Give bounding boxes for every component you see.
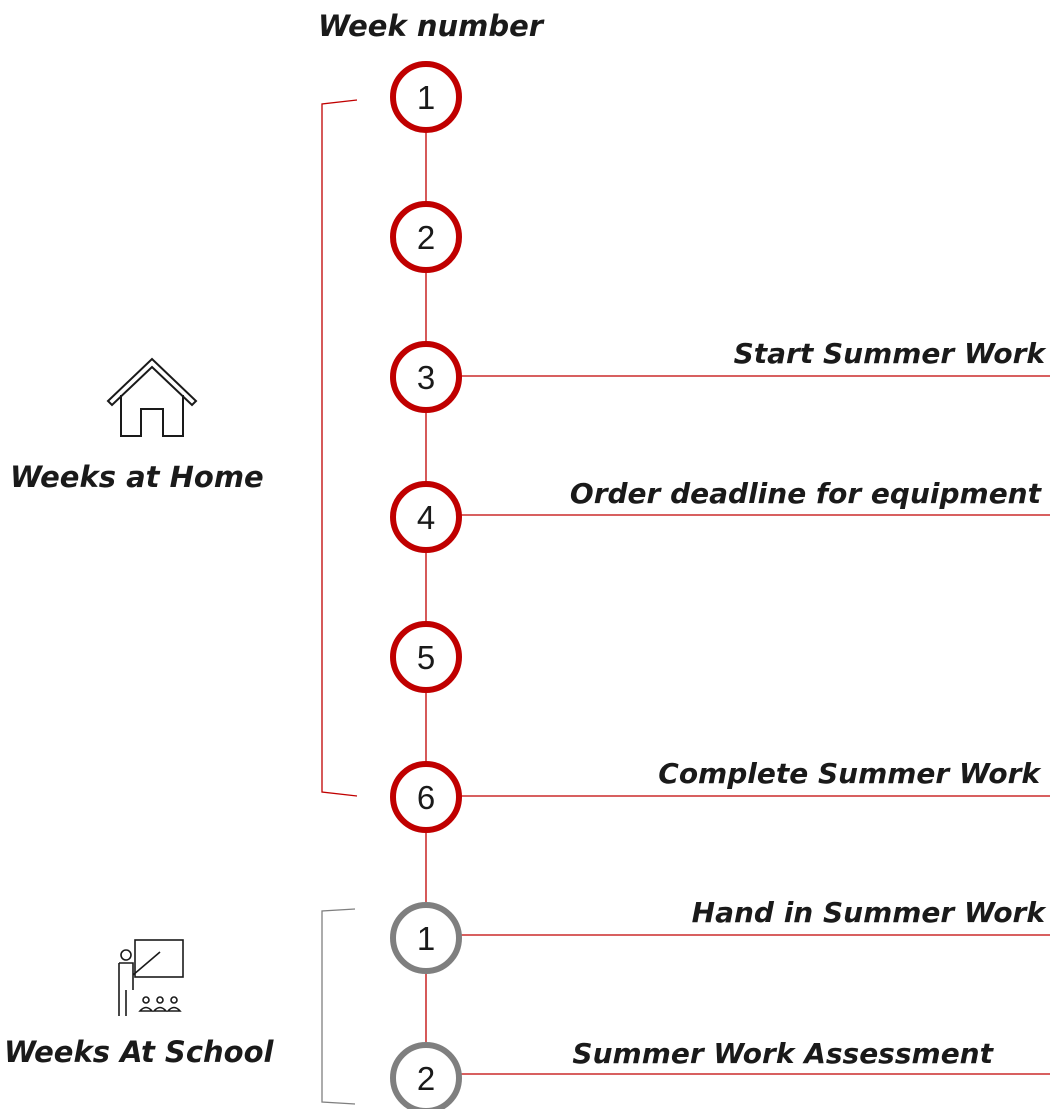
week-node-home-5: 5 — [390, 621, 462, 693]
week-circle — [390, 902, 462, 974]
teacher-classroom-icon — [118, 939, 184, 1016]
week-number-label: 1 — [417, 79, 435, 116]
week-node-home-3: 3 Start Summer Work — [390, 337, 1050, 413]
week-number-label: 6 — [417, 779, 435, 816]
week-number-label: 3 — [417, 359, 435, 396]
week-number-label: 1 — [417, 920, 435, 957]
week-circle — [390, 61, 462, 133]
house-icon — [106, 357, 198, 437]
week-number-label: 2 — [417, 219, 435, 256]
week-circle — [390, 761, 462, 833]
week-nodes: 1 2 3 Start Summer Work 4 Order deadline for … — [390, 61, 1050, 1109]
event-label: Start Summer Work — [734, 337, 1048, 370]
week-circle — [390, 481, 462, 553]
week-number-title: Week number — [318, 9, 545, 43]
weeks-at-home-label: Weeks at Home — [10, 460, 264, 494]
week-number-label: 4 — [417, 499, 435, 536]
school-bracket — [321, 908, 356, 1105]
event-label: Order deadline for equipment — [570, 477, 1043, 510]
week-number-label: 5 — [417, 639, 435, 676]
week-circle — [390, 621, 462, 693]
home-bracket — [321, 99, 358, 797]
event-label: Summer Work Assessment — [572, 1037, 994, 1070]
week-node-school-1: 1 Hand in Summer Work — [390, 896, 1050, 974]
event-label: Complete Summer Work — [658, 757, 1042, 790]
week-circle — [390, 201, 462, 273]
weeks-at-school-label: Weeks At School — [4, 1035, 274, 1069]
week-number-label: 2 — [417, 1060, 435, 1097]
event-label: Hand in Summer Work — [692, 896, 1048, 929]
week-node-home-2: 2 — [390, 201, 462, 273]
week-node-home-6: 6 Complete Summer Work — [390, 757, 1050, 833]
week-circle — [390, 341, 462, 413]
week-circle — [390, 1042, 462, 1109]
week-node-school-2: 2 Summer Work Assessment — [390, 1037, 1050, 1109]
week-node-home-4: 4 Order deadline for equipment — [390, 477, 1050, 553]
week-node-home-1: 1 — [390, 61, 462, 133]
